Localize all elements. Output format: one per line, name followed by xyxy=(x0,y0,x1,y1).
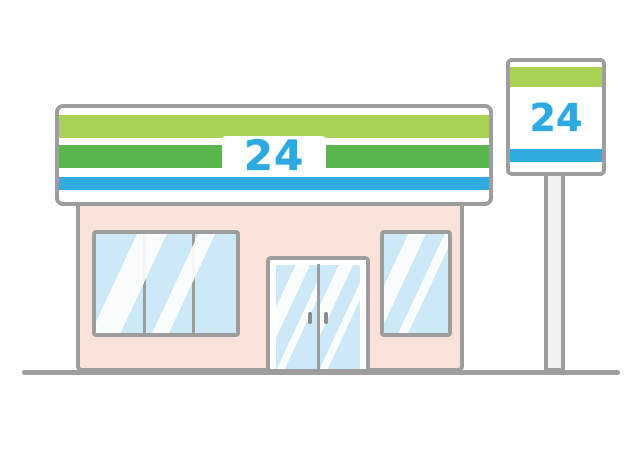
sign-24-badge: 24 xyxy=(222,131,326,180)
window-divider xyxy=(192,234,195,333)
left-window xyxy=(92,230,240,337)
sign-stripe-blue xyxy=(59,177,489,190)
sign-pole xyxy=(544,172,565,372)
pole-sign-stripe-blue xyxy=(510,149,602,162)
sign-24-text: 24 xyxy=(243,131,305,180)
door-center-line xyxy=(316,264,320,369)
sign-stripe-light-green xyxy=(59,115,489,138)
door-panel-left xyxy=(276,265,317,369)
pole-sign: 24 xyxy=(506,58,606,176)
door-handle-left xyxy=(308,312,312,324)
pole-sign-24-text: 24 xyxy=(529,96,583,140)
door-handle-right xyxy=(324,312,328,324)
pole-sign-stripe-light-green xyxy=(510,67,602,87)
window-divider xyxy=(143,234,146,333)
entrance-door xyxy=(266,256,370,373)
right-window xyxy=(380,230,452,337)
storefront-sign: 24 xyxy=(55,104,493,206)
